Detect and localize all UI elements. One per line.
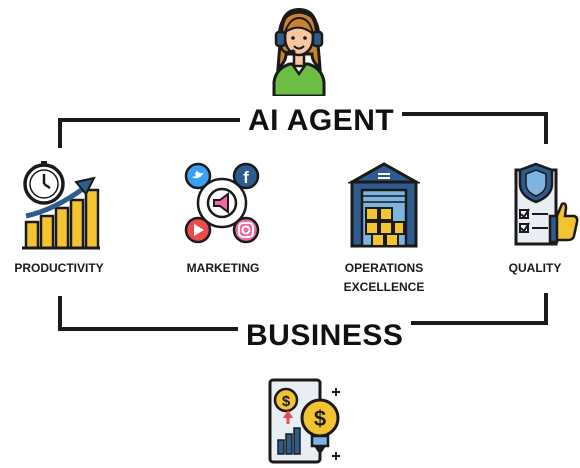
frame-bottom-left-rise — [58, 296, 62, 331]
frame-top-right-line — [376, 112, 548, 116]
productivity-label: PRODUCTIVITY — [14, 261, 104, 275]
customer-support-agent-icon — [272, 7, 326, 96]
bottom-title: BUSINESS — [238, 318, 412, 354]
frame-top-right-drop — [544, 112, 548, 144]
operations-label-line1: OPERATIONS — [344, 261, 424, 275]
operations-label-line2: EXCELLENCE — [343, 280, 425, 294]
quality-checklist-shield-icon — [514, 162, 579, 246]
frame-bottom-right-line — [376, 321, 548, 325]
frame-top-left-line — [58, 118, 243, 122]
operations-excellence-label: OPERATIONS EXCELLENCE — [329, 259, 439, 297]
quality-label: QUALITY — [508, 261, 562, 275]
frame-top-left-drop — [58, 118, 62, 148]
business-finance-lightbulb-icon: $ $ — [268, 378, 340, 464]
frame-bottom-right-rise — [544, 293, 548, 325]
marketing-label: MARKETING — [186, 261, 260, 275]
warehouse-icon — [348, 162, 420, 248]
frame-bottom-left-line — [58, 327, 240, 331]
productivity-chart-clock-icon — [22, 161, 100, 250]
svg-text:$: $ — [282, 393, 291, 410]
top-title: AI AGENT — [240, 103, 403, 139]
svg-text:$: $ — [314, 406, 326, 431]
svg-text:f: f — [243, 168, 249, 187]
social-media-marketing-icon: f — [184, 162, 260, 244]
